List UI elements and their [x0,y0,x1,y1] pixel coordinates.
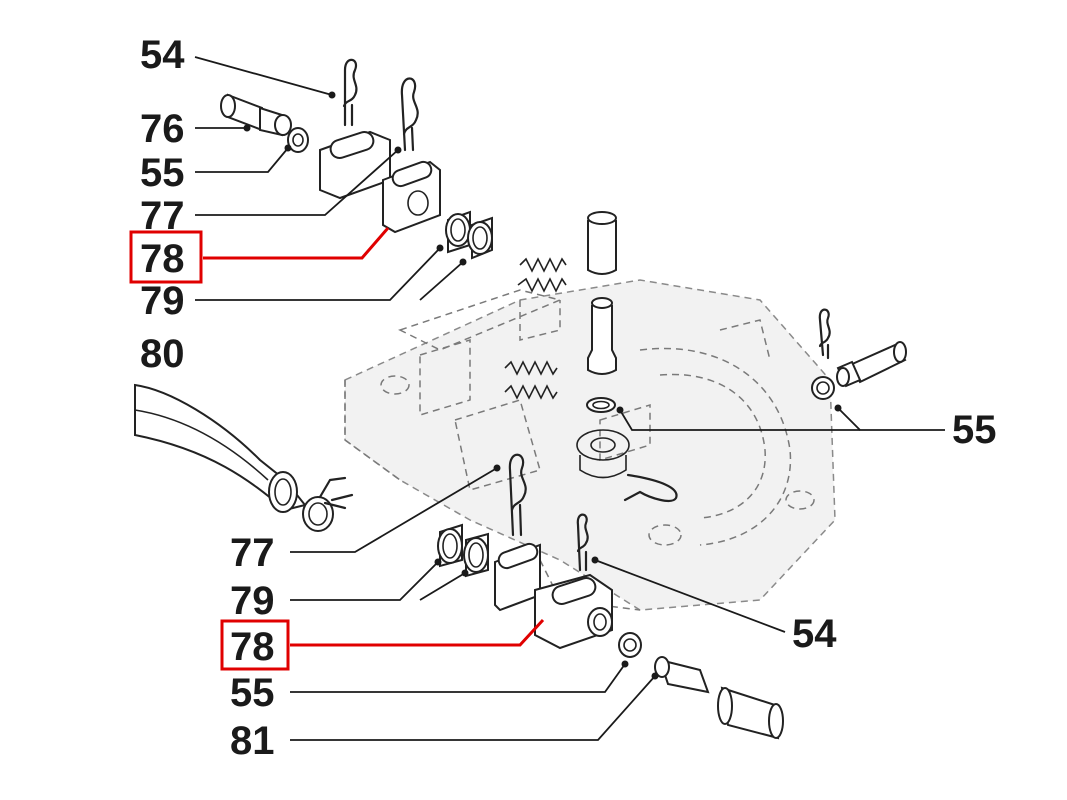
clip-54-bottom [576,513,589,572]
center-bracket [576,429,630,479]
callout-55-right: 55 [952,408,997,452]
clip-right [818,308,831,360]
callout-78-top: 78 [140,237,185,281]
clip-54-top [342,58,358,127]
callout-55-bottom: 55 [230,671,275,715]
callout-78-bottom: 78 [230,625,275,669]
clip-77-bottom [508,453,527,537]
callout-80: 80 [140,332,185,376]
highlight-box-78-bottom [220,619,290,671]
hose-80 [134,383,307,513]
callout-81: 81 [230,719,275,763]
ghost-housing [344,279,836,611]
callout-76: 76 [140,107,185,151]
center-washer-hole [592,400,610,410]
shaft-76 [220,93,292,137]
callout-77-top: 77 [140,194,185,238]
spring-upper [517,257,567,293]
center-washer [586,397,616,413]
center-hairpin-clip [623,473,678,502]
callout-55-top: 55 [140,151,185,195]
washer-55-bottom [618,632,642,658]
lever-78-top [319,130,441,234]
shaft-81 [654,656,784,740]
washer-55-top [287,127,309,153]
vertical-pin-lower [587,297,617,375]
callout-54-top: 54 [140,33,185,77]
vertical-pin-upper [587,211,617,275]
callout-54-bottom: 54 [792,612,837,656]
bushings-79-bottom [437,523,489,578]
spring-middle [504,360,558,400]
clip-77-top [400,77,419,152]
lever-78-bottom [494,542,613,650]
highlight-box-78-top [129,230,203,284]
callout-79-top: 79 [140,279,185,323]
leader-lines [194,56,945,741]
hose-clamp [302,476,354,532]
callout-77-bottom: 77 [230,531,275,575]
shaft-right [836,341,907,388]
washer-55-right [811,376,835,400]
callout-79-bottom: 79 [230,579,275,623]
bushings-79-top [445,210,493,260]
